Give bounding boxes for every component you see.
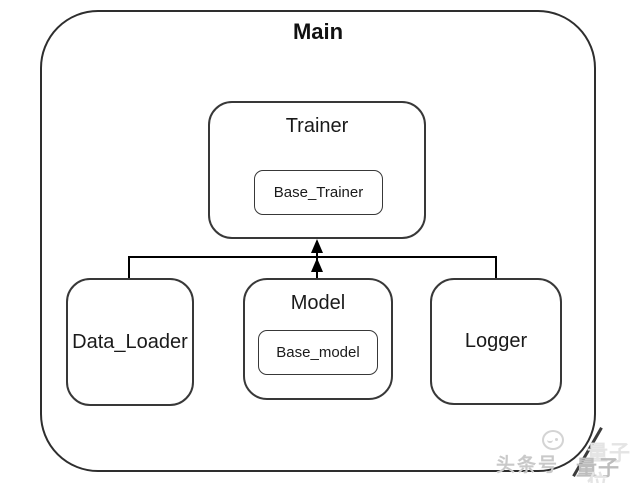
main-label: Main (292, 19, 344, 44)
arrowhead-into-junction-icon (311, 258, 323, 272)
trainer-label: Trainer (285, 115, 349, 137)
node-base-trainer: Base_Trainer (254, 170, 383, 215)
node-logger: Logger (430, 278, 562, 405)
edge-horizontal-bus (128, 256, 497, 258)
node-base-model: Base_model (258, 330, 378, 375)
arrowhead-into-trainer-icon (311, 239, 323, 253)
watermark-brand: 量子位 (576, 457, 620, 480)
edge-dataloader-riser (128, 256, 130, 279)
edge-logger-riser (495, 256, 497, 279)
node-data-loader: Data_Loader (66, 278, 194, 406)
model-label: Model (290, 292, 346, 314)
